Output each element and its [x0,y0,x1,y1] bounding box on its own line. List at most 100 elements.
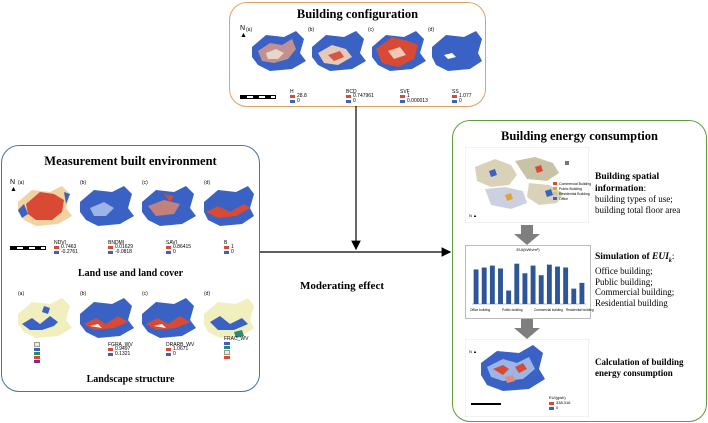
me-r2-map-b [80,298,134,338]
chart-bar-14 [579,282,585,304]
me-r1-legend-4-sw-l [224,251,229,254]
me-r1-label-d: (d) [204,180,211,186]
energy-panel: Building energy consumption N ▲ Commerci… [452,120,707,422]
chart-bar-2 [481,267,487,304]
spatial-info-line-1: building types of use; [595,194,673,204]
me-r1-legend-3-low: 0 [173,249,176,255]
bc-legend-3-low: 0.000013 [407,98,428,104]
me-r1-label-a: (a) [18,180,25,186]
land-use-label: Land use and land cover [77,268,184,279]
simulation-text: Simulation of EUIk: Office building; Pub… [595,251,705,308]
eui-chart: EUI(kWh/m²) Office building Public build… [465,245,594,319]
simulation-eui: EUI [652,252,669,262]
eui-chart-svg [472,263,586,305]
bc-legend-3-swatch-high [400,95,405,98]
chart-bar-1 [473,269,479,304]
bc-legend-2-high: 0.747961 [353,93,374,99]
me-r2-legend-3-classes [224,342,230,359]
me-r2-legend-2-sw-h [166,348,171,351]
landscape-structure-label: Landscape structure [86,374,175,385]
building-spatial-map: N ▲ [465,147,589,223]
down-arrow-2 [514,319,540,339]
me-r2-legend-3-title: FRAC_WV [224,336,249,342]
me-r1-legend-1-title: NDVI [54,240,66,246]
chart-title: EUI(kWh/m²) [516,247,540,252]
energy-calc-map: N ▲ [465,339,589,417]
spatial-info-heading: Building spatial information [595,172,660,194]
north-arrow-icon-2: N▲ [10,179,17,193]
me-r1-legend-2-sw-h [108,246,113,249]
building-configuration-maps [252,31,482,71]
me-r2-label-a: (a) [18,291,25,297]
bm-legend-residential: Residential Building [559,191,590,196]
me-r2-label-d: (d) [204,291,211,297]
calculation-text: Calculation of building energy consumpti… [595,357,705,378]
me-r2-map-a [18,298,72,338]
chart-bar-7 [522,273,528,304]
bc-label-c: (c) [368,27,374,33]
me-r1-legend-4-low: 0 [231,249,234,255]
energy-title: Building energy consumption [501,129,658,143]
me-r1-legend-4-title: B [224,240,228,246]
building-map-legend: Commercial Building Public Building Resi… [553,181,591,201]
bm-legend-commercial: Commercial Building [559,181,592,186]
bc-legend-4-swatch-low [452,100,457,103]
chart-bar-5 [506,290,512,304]
bc-legend-2-title: BCD [346,89,357,95]
bc-label-b: (b) [308,27,315,33]
measurement-row2-maps [18,298,254,338]
simulation-heading-prefix: Simulation of [595,252,653,262]
chart-bar-9 [538,275,544,304]
down-arrow-1 [514,225,540,245]
me-r1-legend-2-high: 0.01629 [115,244,134,250]
sim-line-commercial: Commercial building; [595,287,675,298]
spatial-info-line-2: building total floor area [595,204,681,215]
chart-bar-12 [563,267,569,304]
bc-legend-4-low: 0 [459,98,462,104]
me-r1-legend-2-title: BNDMI [108,240,125,246]
chart-bar-4 [498,268,503,304]
calc-legend-low: 0 [556,405,559,410]
chart-bar-13 [571,288,577,304]
me-scale-bar [10,246,46,250]
me-r2-legend-1-sw-h [108,348,113,351]
me-r1-map-c [142,186,196,226]
bc-legend-1-low: 0 [297,98,300,104]
bc-legend-3-title: SVF [400,89,410,95]
chart-bar-11 [555,266,560,304]
sim-line-office: Office building; [595,266,653,277]
bc-map-c [372,31,426,71]
calc-legend-sw-l [549,407,554,410]
sim-line-residential: Residential building [595,297,668,308]
measurement-title: Measurement built environment [44,154,217,168]
me-r2-legend-2-sw-l [166,353,171,356]
bc-map-b [312,31,366,71]
me-r1-legend-2-sw-l [108,251,113,254]
bc-legend-1-swatch-low [290,100,295,103]
me-r1-map-a [18,186,72,226]
bc-legend-2-swatch-low [346,100,351,103]
chart-group-commercial: Commercial building [534,308,563,312]
calc-line-2: energy consumption [595,367,673,378]
bc-legend-1-high: 28.8 [297,93,307,99]
me-r1-legend-1-low: -0.2761 [61,249,78,255]
bc-scale-bar [240,95,276,99]
me-r1-legend-3-high: 0.86415 [173,244,192,250]
bc-legend-2-low: 0 [353,98,356,104]
me-r1-legend-3-title: SAVI [166,240,178,246]
moderating-effect-label: Moderating effect [300,280,384,292]
simulation-heading: Simulation of EUIk [595,252,672,264]
bm-legend-public: Public Building [559,186,582,191]
measurement-row1-maps [18,186,254,226]
calc-legend-high: 338.316 [556,400,571,405]
svg-text:N ▲: N ▲ [469,213,477,218]
me-r1-legend-1-sw-h [54,246,59,249]
me-r2-legend-2-high: 1.0671 [173,346,189,352]
me-r2-label-b: (b) [80,291,87,297]
me-r1-legend-4-high: 1 [231,244,234,250]
calc-line-1: Calculation of building [595,357,684,367]
me-r2-legend-classes [34,342,40,363]
chart-bar-10 [546,264,552,304]
me-r2-legend-2-title: DRARB_WV [166,342,195,348]
